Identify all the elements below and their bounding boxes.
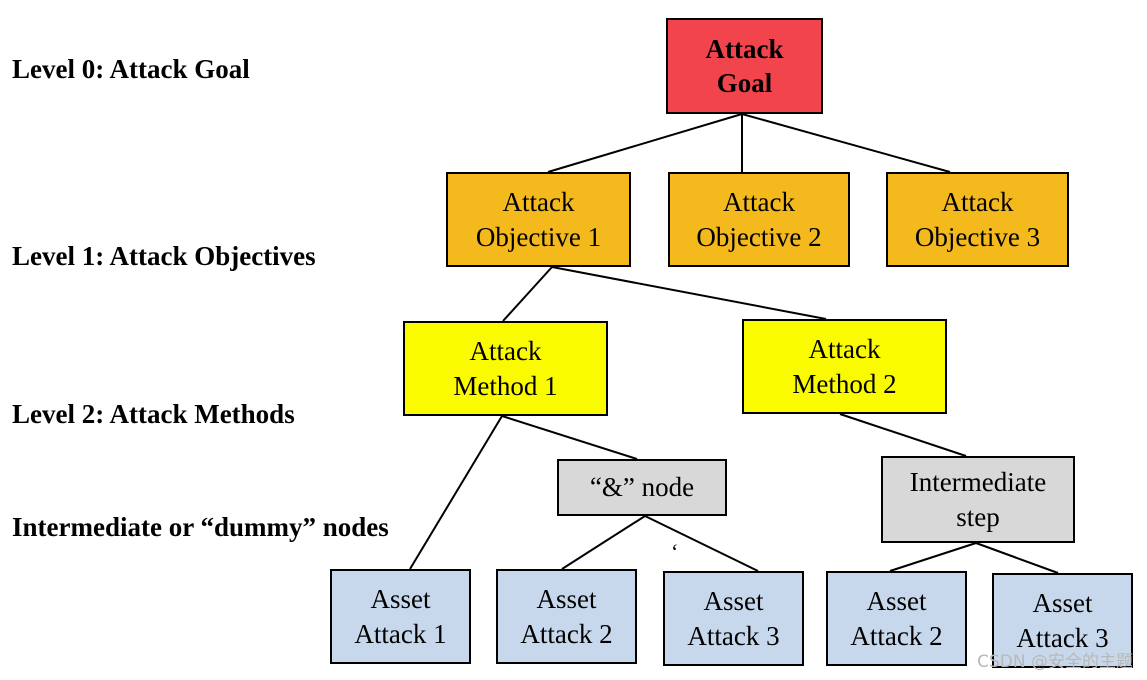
node-line: Objective 2 <box>696 221 822 252</box>
asset-attack-1-node: Asset Attack 1 <box>330 569 471 664</box>
node-line: Attack 2 <box>520 618 613 649</box>
attack-objective-1-node: Attack Objective 1 <box>446 172 631 267</box>
and-node: “&” node <box>557 459 727 516</box>
edge-intermediate-asset2 <box>889 542 977 572</box>
node-line: Attack 2 <box>850 620 943 651</box>
edge-objective1-method1 <box>502 266 553 322</box>
node-line: step <box>956 501 1000 532</box>
level-1-label: Level 1: Attack Objectives <box>12 241 316 271</box>
edge-intermediate-asset3 <box>975 542 1059 574</box>
node-line: Method 2 <box>792 368 897 399</box>
attack-method-2-node: Attack Method 2 <box>742 319 947 414</box>
node-line: Intermediate <box>909 467 1047 498</box>
node-line: Attack 3 <box>687 620 780 651</box>
node-line: Asset <box>1032 588 1093 619</box>
node-line: Objective 1 <box>475 221 602 252</box>
node-line: Asset <box>370 584 431 615</box>
intermediate-nodes-label: Intermediate or “dummy” nodes <box>12 512 389 542</box>
edge-method1-asset1 <box>409 415 503 570</box>
edge-goal-objective3 <box>741 113 951 173</box>
edge-and-node-asset2 <box>561 515 646 570</box>
level-2-label: Level 2: Attack Methods <box>12 399 295 429</box>
stray-quote-mark: ‘ <box>671 539 679 564</box>
node-line: Attack 1 <box>354 618 447 649</box>
node-line: Asset <box>866 586 927 617</box>
asset-attack-3-node-right: Asset Attack 3 <box>992 573 1133 668</box>
node-line: Attack <box>808 334 881 365</box>
asset-attack-2-node: Asset Attack 2 <box>496 569 637 664</box>
node-line: Attack <box>705 33 784 64</box>
edge-method2-intermediate <box>839 413 967 457</box>
edge-method1-and-node <box>501 415 638 460</box>
node-line: Attack <box>723 187 795 218</box>
node-line: Asset <box>536 584 597 615</box>
node-line: Attack <box>941 187 1014 218</box>
asset-attack-3-node: Asset Attack 3 <box>663 571 804 666</box>
node-line: “&” node <box>589 472 695 503</box>
attack-goal-node: Attack Goal <box>666 18 823 114</box>
attack-method-1-node: Attack Method 1 <box>403 321 608 416</box>
edge-goal-objective1 <box>547 113 743 173</box>
node-line: Goal <box>716 68 773 98</box>
node-line: Attack <box>469 336 542 367</box>
node-line: Objective 3 <box>914 221 1041 252</box>
asset-attack-2-node-right: Asset Attack 2 <box>826 571 967 666</box>
intermediate-step-node: Intermediate step <box>881 456 1075 543</box>
node-line: Method 1 <box>453 370 558 401</box>
node-line: Attack <box>502 187 575 218</box>
level-0-label: Level 0: Attack Goal <box>12 54 250 84</box>
attack-objective-2-node: Attack Objective 2 <box>668 172 850 267</box>
node-line: Attack 3 <box>1016 622 1109 653</box>
attack-objective-3-node: Attack Objective 3 <box>886 172 1069 267</box>
edge-objective1-method2 <box>551 266 827 320</box>
edge-and-node-asset3 <box>644 515 759 572</box>
node-line: Asset <box>703 586 764 617</box>
watermark: CSDN @安全的主题 <box>977 652 1133 672</box>
